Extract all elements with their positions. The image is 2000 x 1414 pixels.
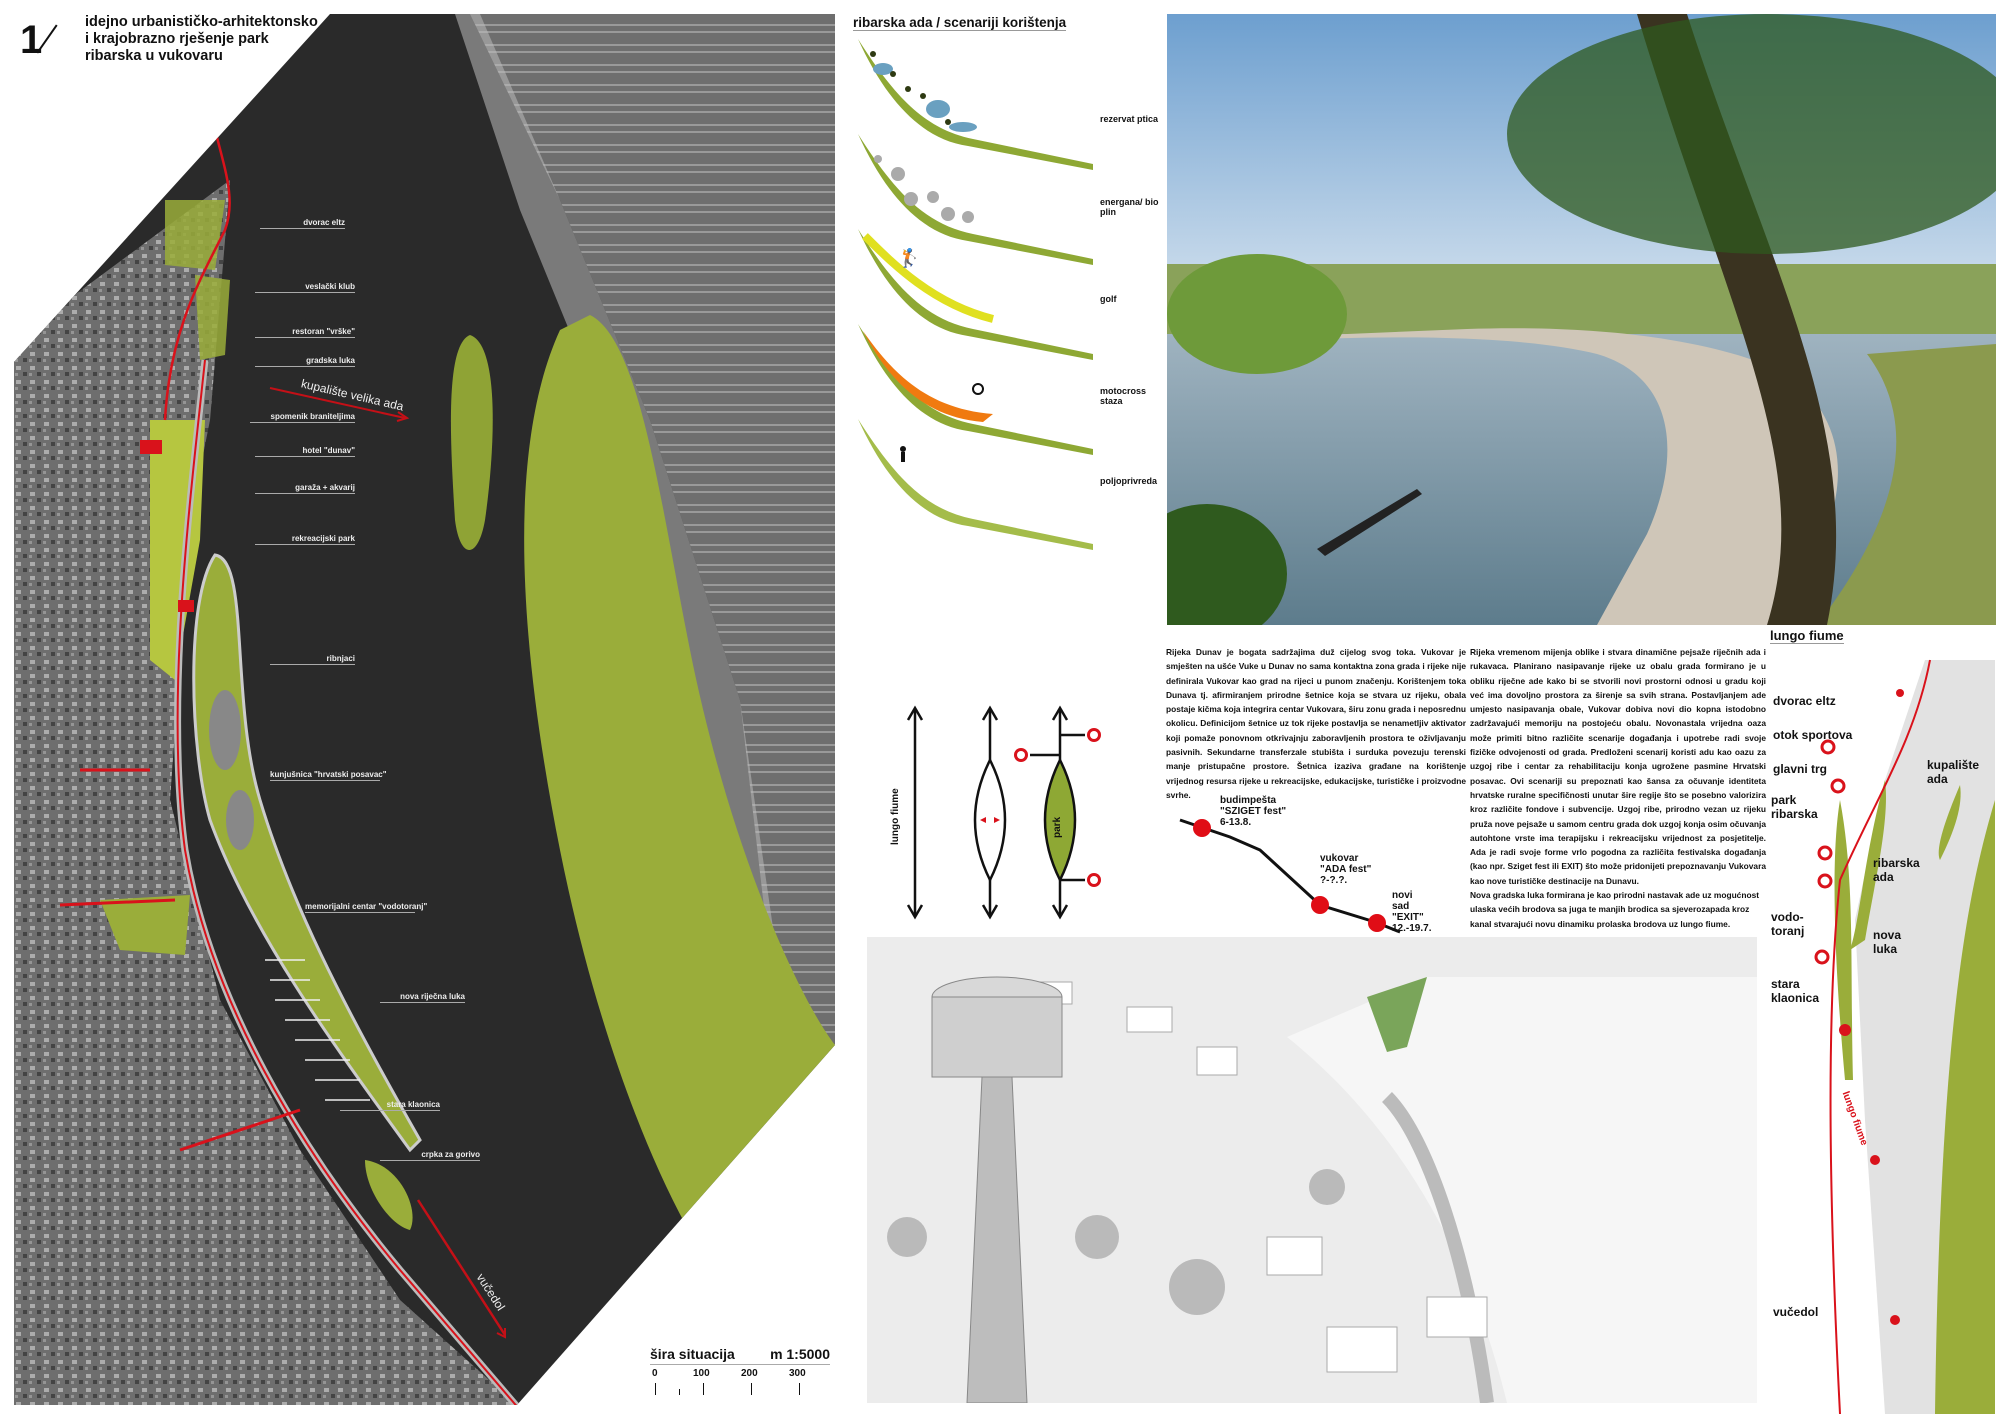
lf-label: vodo-toranj — [1771, 910, 1805, 938]
description-paragraph-2: Rijeka vremenom mijenja oblike i stvara … — [1470, 645, 1766, 931]
map-label: stara klaonica — [340, 1100, 440, 1111]
lungo-fiume-title: lungo fiume — [1770, 628, 1844, 644]
target-icon — [1814, 949, 1830, 965]
lungo-fiume-panel: lungo fiume dvorac eltz otok sportova gl… — [1765, 620, 2000, 1414]
lf-label: vučedol — [1773, 1305, 1819, 1319]
lf-label: glavni trg — [1773, 762, 1828, 776]
scenario-diagrams: 🏌 — [858, 39, 1093, 550]
festival-marker — [1193, 819, 1211, 837]
lf-label: dvorac eltz — [1773, 694, 1836, 708]
scenario-label: poljoprivreda — [1100, 476, 1158, 486]
description-paragraph-1: Rijeka Dunav je bogata sadržajima duž ci… — [1166, 647, 1466, 800]
target-icon — [1820, 739, 1836, 755]
target-icon — [1830, 778, 1846, 794]
map-label: ribnjaci — [270, 654, 355, 665]
park-green — [1367, 977, 1427, 1052]
walker-icon — [1890, 1315, 1900, 1325]
map-label: rekreacijski park — [255, 534, 355, 545]
scenario-label: motocross staza — [1100, 386, 1147, 406]
aerial-map — [14, 14, 835, 1405]
festival-marker — [1368, 914, 1386, 932]
lf-label: otok sportova — [1773, 728, 1853, 742]
map-label: nova riječna luka — [380, 992, 465, 1003]
title-line: idejno urbanističko-arhitektonsko — [85, 14, 318, 30]
title-line: ribarska u vukovaru — [85, 48, 223, 64]
scale-bar: šira situacija m 1:5000 0 100 200 300 — [650, 1346, 830, 1401]
scenario-label: golf — [1100, 294, 1117, 304]
motorbike-icon — [972, 383, 984, 395]
map-label: kunjušnica "hrvatski posavac" — [270, 770, 387, 781]
diagram-axis-label: lungo fiume — [890, 788, 901, 845]
water-tower — [931, 976, 1063, 1403]
scenario-label: rezervat ptica — [1100, 114, 1159, 124]
lf-label: stara klaonica — [1771, 977, 1820, 1005]
lungo-fiume-diagram: lungo fiume park — [880, 700, 1140, 925]
festival-sziget: budimpešta"SZIGET fest"6-13.8. — [1220, 795, 1287, 828]
sheet-number: 1 — [20, 18, 43, 62]
map-label: gradska luka — [255, 356, 355, 367]
scale-ratio: m 1:5000 — [770, 1346, 830, 1362]
festival-marker — [1311, 896, 1329, 914]
map-label: crpka za gorivo — [380, 1150, 480, 1161]
scenario-label: energana/ bio plin — [1100, 197, 1159, 217]
farmer-icon — [900, 446, 906, 452]
diagram-park-label: park — [1052, 816, 1063, 838]
festival-ada: vukovar"ADA fest"?-?.?. — [1320, 853, 1372, 886]
map-label: spomenik braniteljima — [250, 412, 355, 423]
scenario-bio-gas — [858, 134, 1093, 265]
map-label: restoran "vrške" — [255, 327, 355, 338]
map-label: hotel "dunav" — [255, 446, 355, 457]
lf-label: kupalište ada — [1927, 758, 1980, 786]
render-image — [1167, 14, 1996, 625]
scenarios-title: ribarska ada / scenariji korištenja — [853, 15, 1067, 31]
scenario-agriculture — [858, 419, 1093, 550]
target-icon — [1817, 845, 1833, 861]
map-label: dvorac eltz — [260, 218, 345, 229]
walker-icon — [1896, 689, 1904, 697]
boardwalk-render — [1167, 14, 1996, 625]
scenario-bird-reserve — [858, 39, 1093, 170]
golfer-icon: 🏌 — [898, 247, 920, 268]
paragraph-text: Nova gradska luka formirana je kao priro… — [1470, 890, 1760, 929]
cyclist-icon — [1839, 1024, 1851, 1036]
map-label: garaža + akvarij — [255, 483, 355, 494]
3d-model-render — [867, 937, 1757, 1403]
scale-tick: 100 — [693, 1368, 710, 1379]
project-title: idejno urbanističko-arhitektonsko i kraj… — [85, 14, 345, 65]
festival-exit: novi sad"EXIT"12.-19.7. — [1392, 890, 1432, 934]
hiker-icon — [1870, 1155, 1880, 1165]
scale-tick: 200 — [741, 1368, 758, 1379]
scenario-motocross — [858, 324, 1093, 455]
scenarios-panel: ribarska ada / scenariji korištenja 🏌 re… — [853, 14, 1165, 634]
lf-label: nova luka — [1873, 928, 1902, 956]
scale-title: šira situacija — [650, 1346, 735, 1362]
site-plan-map: 1 idejno urbanističko-arhitektonsko i kr… — [0, 0, 840, 1414]
scenario-golf: 🏌 — [858, 229, 1093, 360]
paragraph-text: Rijeka vremenom mijenja oblike i stvara … — [1470, 647, 1766, 886]
lf-label: ribarska ada — [1873, 856, 1920, 884]
lf-label: park ribarska — [1771, 793, 1818, 821]
scale-tick: 300 — [789, 1368, 806, 1379]
kayak — [1317, 489, 1422, 556]
target-icon — [1817, 873, 1833, 889]
map-label: memorijalni centar "vodotoranj" — [305, 902, 428, 913]
scale-tick: 0 — [652, 1368, 658, 1379]
map-label: veslački klub — [255, 282, 355, 293]
title-line: i krajobrazno rješenje park — [85, 31, 269, 47]
festival-route-diagram: budimpešta"SZIGET fest"6-13.8. vukovar"A… — [1170, 795, 1432, 940]
